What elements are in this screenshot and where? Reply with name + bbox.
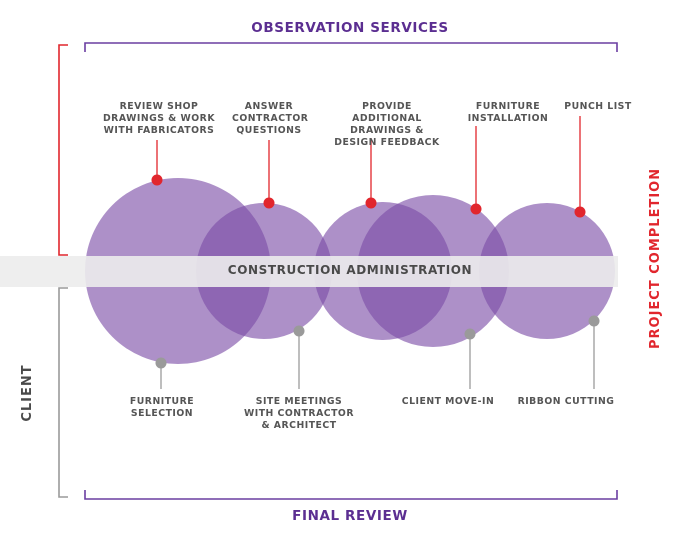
top-bracket <box>84 42 618 52</box>
bottom-bracket <box>84 490 618 500</box>
bottom-item-furniture-selection: FURNITURE SELECTION <box>129 396 195 419</box>
construction-band <box>0 256 618 287</box>
top-dot-5 <box>574 206 586 218</box>
final-review-title: FINAL REVIEW <box>292 508 408 524</box>
construction-administration-label: CONSTRUCTION ADMINISTRATION <box>227 263 473 277</box>
bottom-item-site-meetings: SITE MEETINGS WITH CONTRACTOR & ARCHITEC… <box>243 396 354 431</box>
bottom-dot-2 <box>293 325 305 337</box>
bottom-dot-1 <box>155 357 167 369</box>
left-gray-bracket <box>58 287 68 498</box>
top-dot-2 <box>263 197 275 209</box>
top-dot-1 <box>151 174 163 186</box>
top-dot-3 <box>365 197 377 209</box>
top-dot-4 <box>470 203 482 215</box>
bottom-dot-4 <box>588 315 600 327</box>
bottom-item-client-move-in: CLIENT MOVE-IN <box>401 396 495 407</box>
bottom-dot-3 <box>464 328 476 340</box>
observation-services-title: OBSERVATION SERVICES <box>251 20 449 36</box>
top-connectors <box>151 116 586 218</box>
bottom-item-ribbon-cutting: RIBBON CUTTING <box>517 396 615 407</box>
top-item-answer-contractor-questions: ANSWER CONTRACTOR QUESTIONS <box>232 101 309 136</box>
top-item-punch-list: PUNCH LIST <box>564 101 632 112</box>
top-item-furniture-installation: FURNITURE INSTALLATION <box>467 101 549 124</box>
client-vertical-label: CLIENT <box>20 364 35 422</box>
left-red-bracket <box>58 44 68 256</box>
top-item-review-shop-drawings: REVIEW SHOP DRAWINGS & WORK WITH FABRICA… <box>102 101 216 136</box>
project-completion-vertical-label: PROJECT COMPLETION <box>648 167 663 349</box>
bottom-connectors <box>155 315 600 389</box>
top-item-additional-drawings: PROVIDE ADDITIONAL DRAWINGS & DESIGN FEE… <box>334 101 440 148</box>
